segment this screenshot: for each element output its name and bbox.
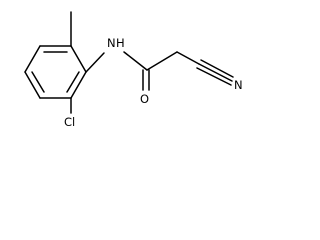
nitrile-triple-bond-c — [196, 67, 232, 86]
ring-bond-2 — [70, 45, 87, 73]
ring-bond-3 — [70, 71, 87, 99]
carbonyl-to-methylene-bond — [146, 51, 178, 71]
nitrogen-to-carbonyl-bond — [123, 51, 148, 71]
ring-to-nitrogen-bond — [85, 52, 105, 73]
chlorine-label: Cl — [64, 115, 75, 129]
ring-bond-6 — [24, 45, 41, 73]
carbonyl-oxygen-label: O — [140, 92, 149, 106]
benzene-ring — [24, 45, 87, 99]
ring-bond-5 — [24, 71, 41, 99]
nitrile-triple-bond-a — [198, 63, 233, 82]
methylene-to-nitrile-bond — [176, 51, 200, 65]
ring-double-bond-inner-2 — [66, 71, 80, 93]
amide-nitrogen-label: N — [107, 36, 116, 50]
nitrile-nitrogen-label: N — [234, 78, 243, 92]
amide-hydrogen-label: H — [116, 36, 125, 50]
chemical-structure: N H O N Cl — [24, 11, 243, 129]
nitrile-triple-bond-b — [200, 59, 234, 78]
ring-double-bond-inner-3 — [31, 71, 45, 93]
